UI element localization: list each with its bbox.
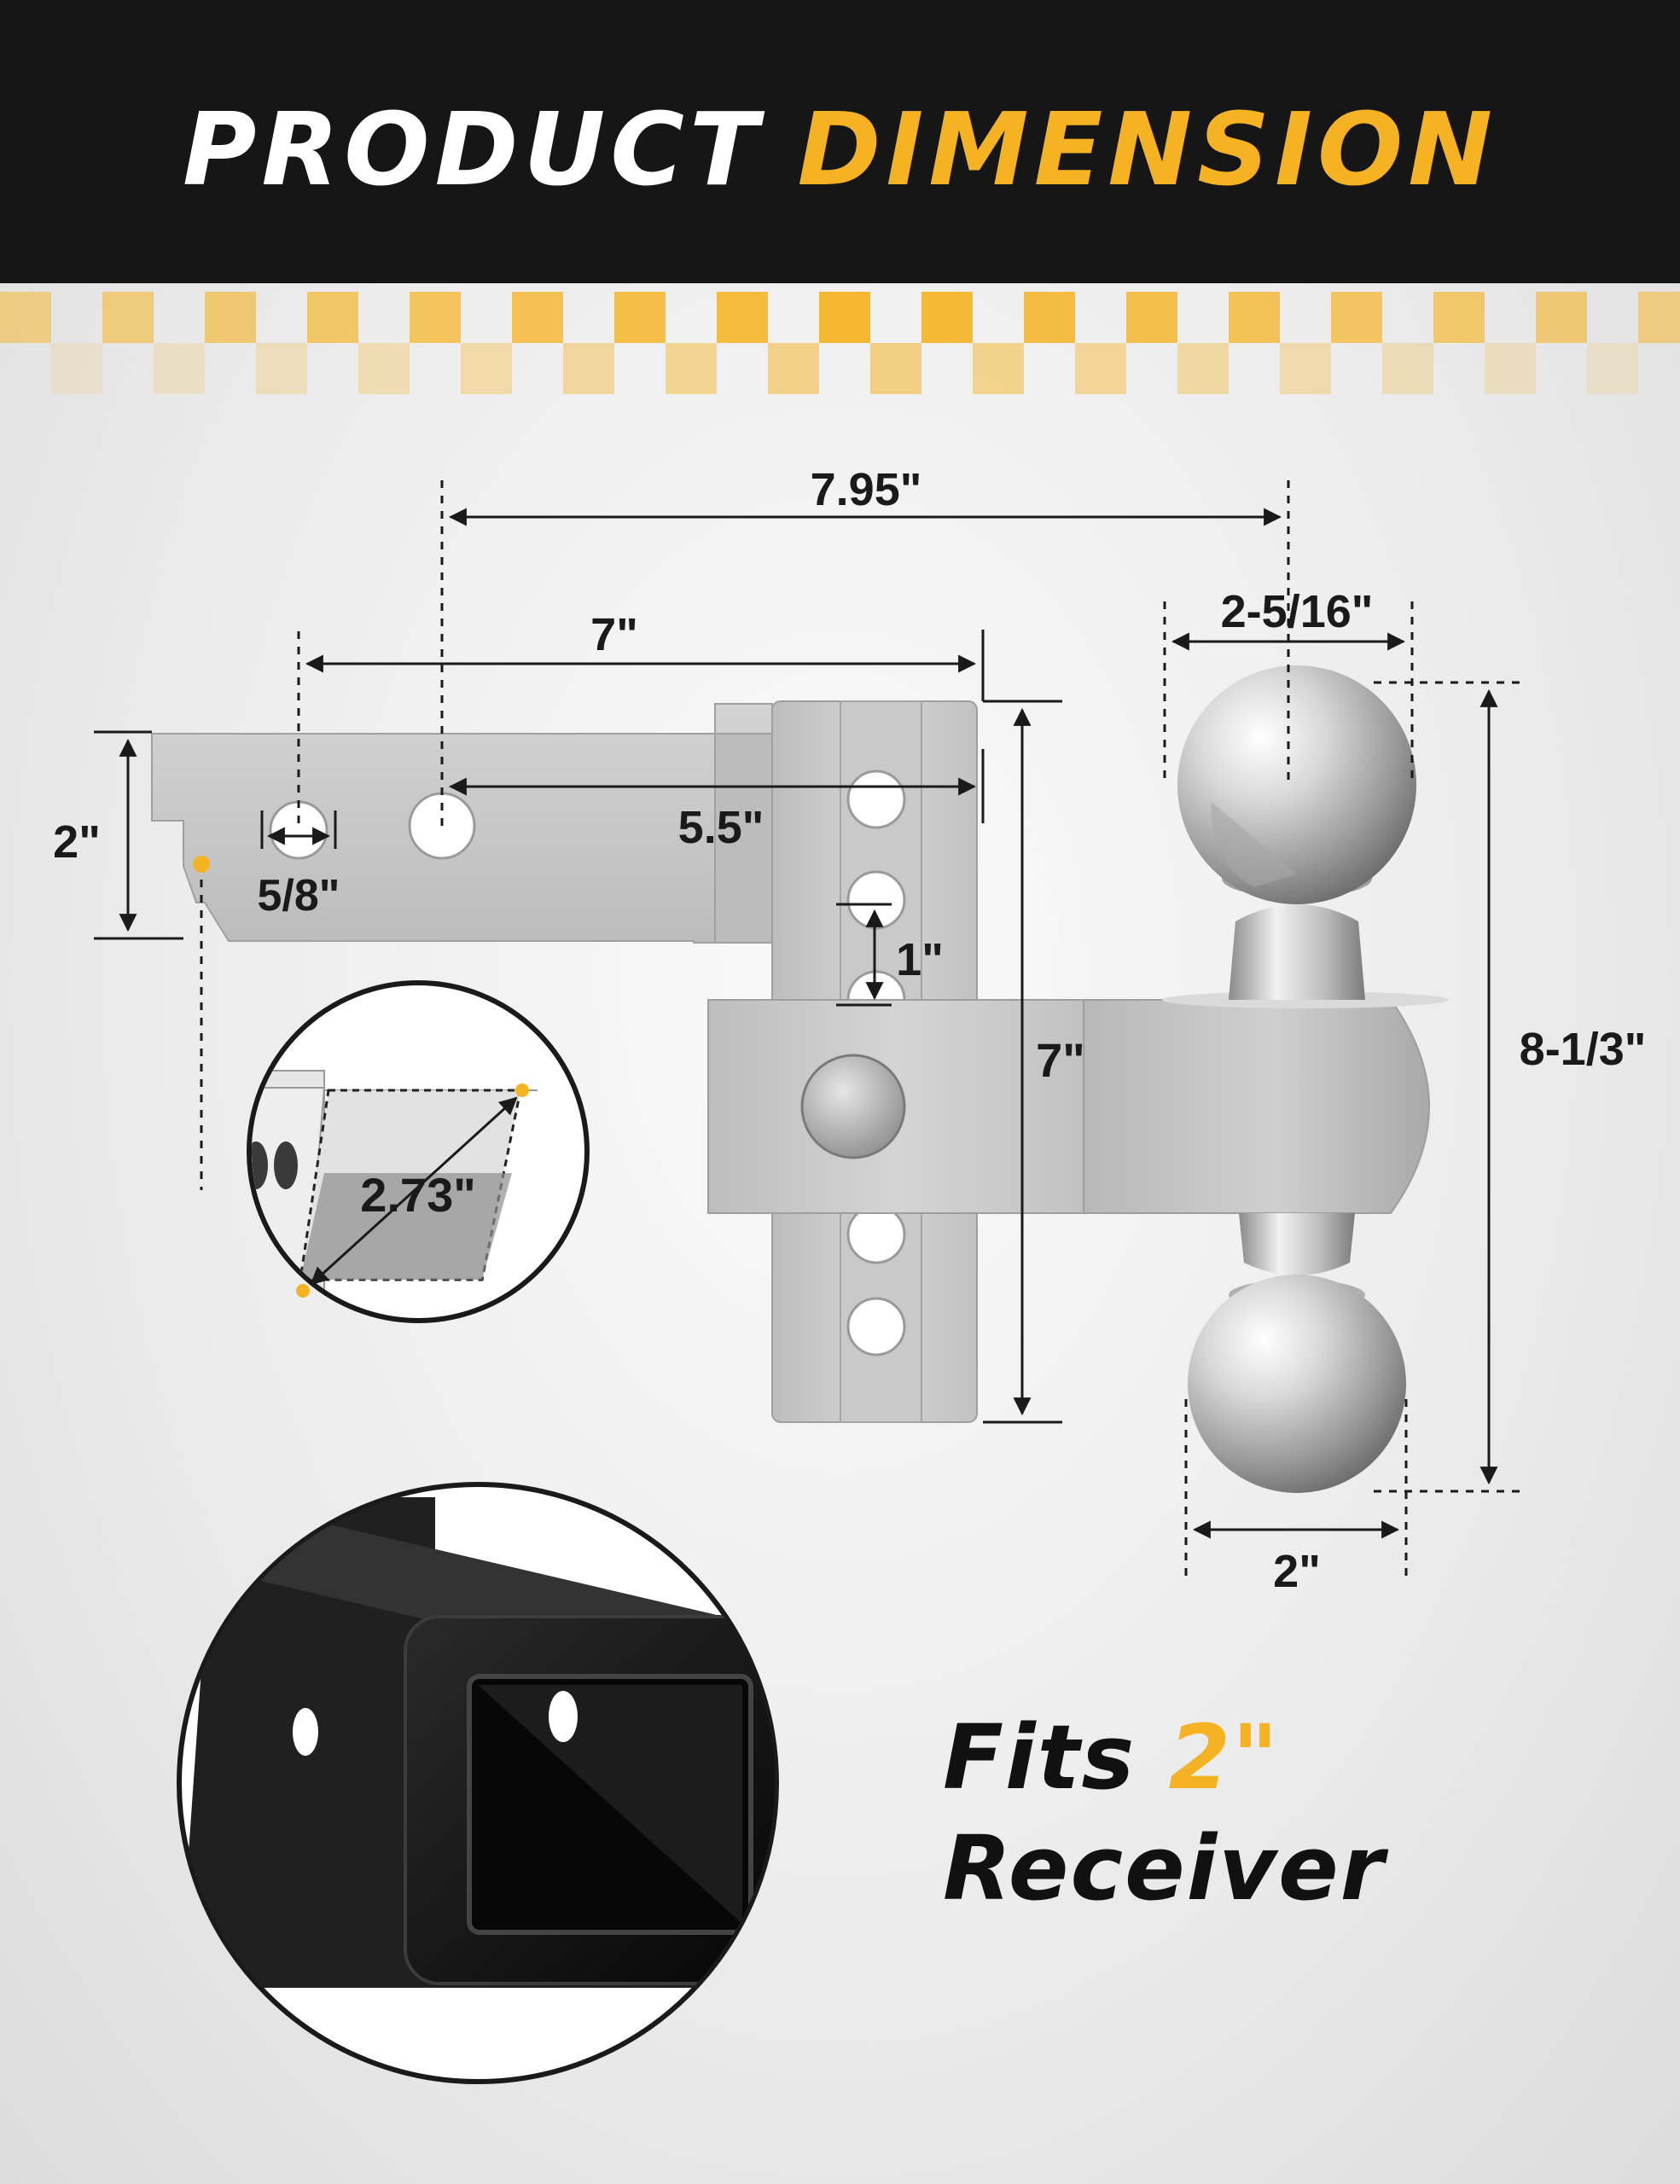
fits-line-1: Fits 2" — [943, 1702, 1625, 1813]
checker-square — [1382, 343, 1433, 394]
checker-square — [51, 343, 102, 394]
dimension-lines — [94, 480, 1527, 1578]
checker-square — [973, 343, 1024, 394]
checker-square — [1024, 292, 1075, 343]
checker-square — [1126, 292, 1177, 343]
checker-square — [1177, 343, 1229, 394]
fits-line-2: Receiver — [943, 1816, 1386, 1920]
ball-collar — [707, 991, 1449, 1214]
label-overall-length: 7.95" — [811, 464, 922, 515]
label-pin-hole: 5/8" — [258, 871, 340, 921]
pin-hole — [269, 800, 328, 860]
checker-square — [1536, 292, 1587, 343]
label-ball-span: 8-1/3" — [1520, 1024, 1647, 1075]
reference-dot — [193, 856, 210, 873]
checker-square — [563, 343, 614, 394]
title-word-product: PRODUCT — [182, 90, 764, 208]
checker-square — [1075, 343, 1126, 394]
fits-size: 2" — [1168, 1705, 1281, 1809]
label-shank-height: 2" — [53, 816, 101, 868]
lower-ball — [1188, 1213, 1406, 1493]
checker-square — [1638, 292, 1680, 343]
checker-square — [1229, 292, 1280, 343]
checker-square — [410, 292, 461, 343]
checker-square — [205, 292, 256, 343]
receiver-zoom — [177, 1482, 779, 2084]
checker-square — [307, 292, 358, 343]
checker-square — [614, 292, 666, 343]
checker-square — [1280, 343, 1331, 394]
checker-square — [154, 343, 205, 394]
fits-receiver-callout: Fits 2" Receiver — [943, 1702, 1625, 1924]
checker-square — [666, 343, 717, 394]
checker-square — [1331, 292, 1382, 343]
label-shank-to-plate: 7" — [590, 609, 638, 660]
label-small-ball: 2" — [1273, 1546, 1321, 1597]
checker-square — [1587, 343, 1638, 394]
label-plate-height: 7" — [1036, 1033, 1085, 1087]
upper-ball — [1177, 665, 1416, 1000]
label-hole-spacing: 1" — [896, 934, 944, 985]
checker-square — [870, 343, 921, 394]
checker-band — [0, 292, 1680, 394]
header-bar — [0, 0, 1680, 283]
checker-square — [102, 292, 154, 343]
checker-square — [819, 292, 870, 343]
shank-section-zoom — [247, 980, 590, 1323]
checker-square — [717, 292, 768, 343]
checker-square — [768, 343, 819, 394]
label-shank-diagonal: 2.73" — [360, 1168, 476, 1222]
checker-square — [1433, 292, 1485, 343]
hitch-pin — [800, 1054, 906, 1159]
checker-square — [358, 343, 410, 394]
checker-square — [1485, 343, 1536, 394]
checker-square — [921, 292, 973, 343]
title-word-dimension: DIMENSION — [797, 90, 1498, 208]
checker-square — [256, 343, 307, 394]
label-large-ball: 2-5/16" — [1221, 586, 1374, 637]
checker-square — [512, 292, 563, 343]
checker-square — [461, 343, 512, 394]
dimension-labels: 7.95" 7" 2" 5/8" 5.5" 1" 7" 2-5/16" 2" 8… — [53, 464, 1646, 1597]
checker-square — [0, 292, 51, 343]
fits-prefix: Fits — [943, 1705, 1136, 1809]
label-hole-to-plate: 5.5" — [678, 802, 764, 853]
